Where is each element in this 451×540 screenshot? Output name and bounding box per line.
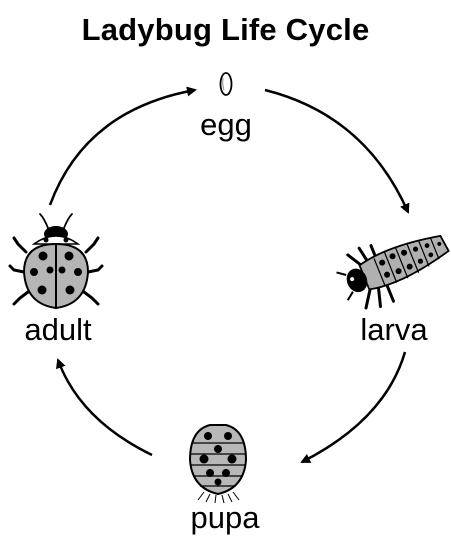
adult-ladybug-icon bbox=[10, 214, 102, 308]
arrow-egg-to-larva bbox=[265, 90, 408, 212]
arrow-larva-to-pupa bbox=[302, 352, 405, 462]
egg-icon bbox=[221, 73, 232, 95]
arrow-adult-to-egg bbox=[50, 90, 195, 205]
stage-label-pupa: pupa bbox=[175, 500, 275, 536]
stage-label-larva: larva bbox=[344, 312, 444, 348]
arrow-pupa-to-adult bbox=[58, 360, 152, 455]
stage-label-egg: egg bbox=[185, 107, 267, 143]
pupa-icon bbox=[190, 425, 246, 503]
larva-icon bbox=[331, 218, 451, 317]
stage-label-adult: adult bbox=[8, 312, 108, 348]
